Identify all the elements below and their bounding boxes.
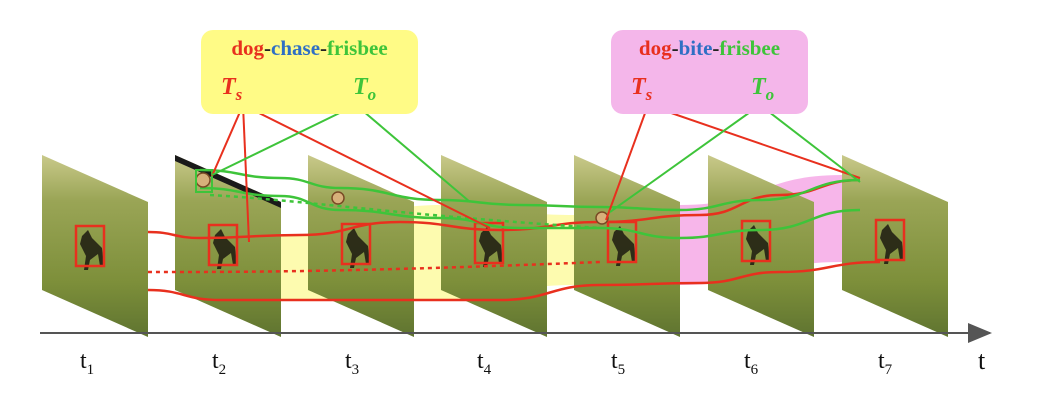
subject-trajectory-dashed [147,260,601,274]
pointer-line [647,104,861,179]
subject-text: dog [231,36,265,60]
dog-silhouette [479,227,503,267]
subject-bbox [207,223,239,267]
frisbee [595,211,609,225]
subject-trajectory-symbol: Ts [631,74,653,104]
time-label-3: t3 [345,348,360,378]
separator: - [712,36,720,60]
object-trajectory-bottom [199,186,861,240]
video-frame-1 [42,155,148,337]
subject-trajectory-symbol: Ts [221,74,243,104]
dog-silhouette [880,224,904,264]
object-trajectory-dashed [209,193,601,230]
time-axis-label: t [978,346,986,375]
object-text: frisbee [719,36,781,60]
frisbee [195,172,211,188]
time-label-5: t5 [611,348,626,378]
pointer-line [242,104,250,243]
pointer-line [242,104,491,229]
time-label-4: t4 [477,348,492,378]
frisbee [331,191,345,205]
dog-silhouette [612,226,636,266]
dog-silhouette [80,230,104,270]
subject-trajectory-bottom [147,260,881,302]
pointer-line [759,104,861,183]
pointer-line [211,104,244,177]
video-frame-7 [842,155,948,337]
object-trajectory-symbol: To [751,74,775,104]
relation-panel-chase: dog-chase-frisbee Ts To [201,30,418,114]
subject-bbox [874,218,906,262]
subject-bbox [340,222,372,266]
dog-silhouette [746,225,770,265]
video-frame-6 [708,155,814,337]
separator: - [320,36,328,60]
time-label-1: t1 [80,348,95,378]
separator: - [264,36,272,60]
separator: - [671,36,679,60]
relation-panel-bite: dog-bite-frisbee Ts To [611,30,808,114]
time-label-7: t7 [878,348,893,378]
object-trajectory-symbol: To [353,74,377,104]
time-label-6: t6 [744,348,759,378]
video-frame-2 [175,155,281,337]
time-label-2: t2 [212,348,227,378]
relation-title-chase: dog-chase-frisbee [201,36,418,61]
predicate-text: bite [678,36,713,60]
relation-title-bite: dog-bite-frisbee [611,36,808,61]
object-text: frisbee [327,36,388,60]
dog-silhouette [346,228,370,268]
subject-bbox [74,224,106,268]
subject-bbox [473,221,505,265]
object-trajectory-top [199,168,861,212]
subject-bbox [740,219,772,263]
pointer-line [609,104,761,213]
video-frame-5 [574,155,680,337]
predicate-text: chase [271,36,321,60]
pointer-line [211,104,357,176]
video-frame-4 [441,155,547,337]
pointer-line [605,104,649,221]
subject-text: dog [638,36,672,60]
pointer-line [355,104,471,203]
object-bbox [195,169,213,193]
